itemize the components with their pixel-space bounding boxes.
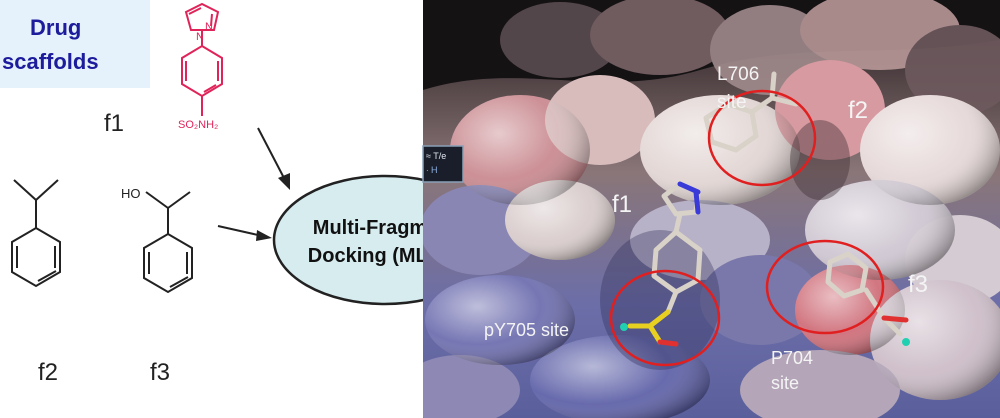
docking-line1: Multi-Fragment [313,217,458,239]
f1-atom-n1: N [205,21,213,33]
p704-label-line2: site [771,373,799,393]
right-f1-label: f1 [612,191,632,218]
inset-line2: ∙ H [426,165,438,175]
fragment-heteroatoms [620,181,910,347]
f2-label: f2 [38,359,58,386]
py705-label: pY705 site [484,320,569,340]
f1-atom-n2: N [196,31,204,43]
f3-group-ho: HO [121,186,141,201]
f2-structure [11,179,61,288]
f3-label: f3 [150,359,170,386]
left-panel: Drug scaffolds N N SO₂NH₂ f1 [0,0,498,386]
right-f2-label: f2 [848,97,868,124]
right-f3-label: f3 [908,271,928,298]
f1-structure [181,2,223,116]
f1-group-so2nh2: SO₂NH₂ [178,119,218,131]
p704-site-circle [765,239,885,335]
inset-line1: ≈ T/e [426,151,446,161]
right-panel-labels: L706 site f2 f1 f3 pY705 site P704 site [484,64,928,393]
inset-legend: ≈ T/e ∙ H [422,145,464,183]
title-background [0,0,150,88]
arrow-f3-to-docking [217,225,272,241]
py705-site-circle [609,269,721,367]
title-line2: scaffolds [2,49,99,74]
f3-structure [143,191,193,294]
l706-site-circle [707,89,817,187]
p704-label-line1: P704 [771,348,813,368]
arrow-f1-to-docking [257,127,290,190]
title-line1: Drug [30,15,81,40]
protein-surface-image [423,0,1000,418]
f1-label: f1 [104,110,124,137]
site-highlight-circles [609,89,885,367]
l706-label-line2: site [717,92,747,113]
l706-label-line1: L706 [717,64,759,85]
